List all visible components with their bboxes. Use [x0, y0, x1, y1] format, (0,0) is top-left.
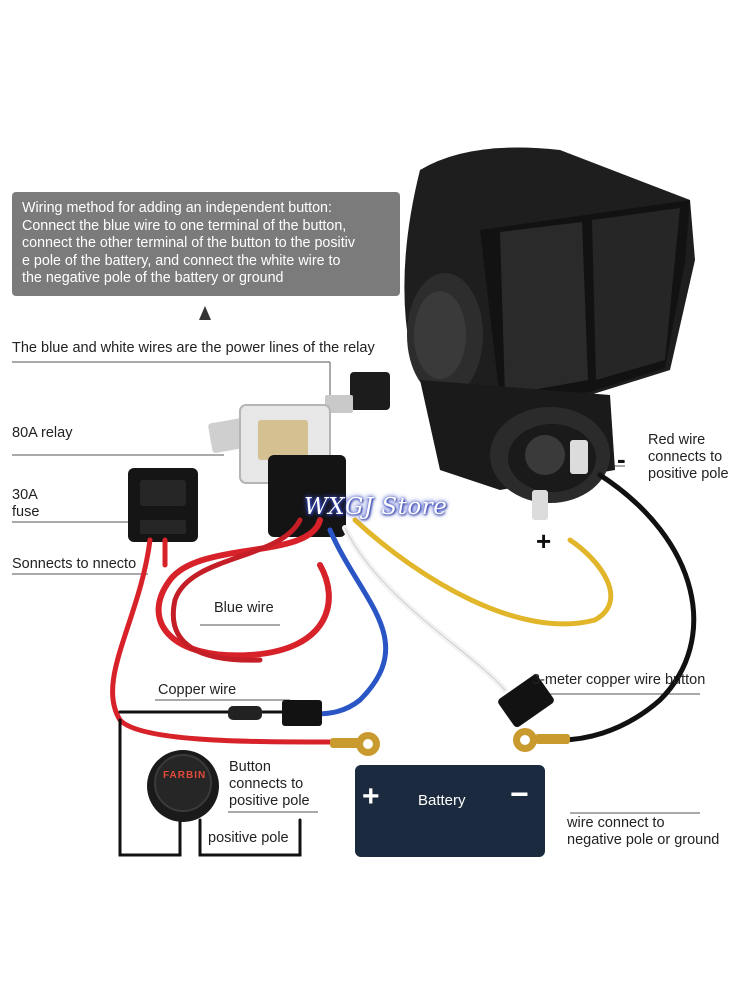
label-copper-wire: Copper wire — [158, 682, 237, 698]
label-connects: Sonnects to nnecto — [12, 556, 137, 572]
yellow-wire — [352, 517, 614, 627]
label-copper-button: 3-meter copper wire button — [532, 672, 706, 688]
label-fuse-line: fuse — [12, 504, 40, 520]
copper-wire-button-loop — [118, 718, 182, 857]
label-ground-line: wire connect to — [567, 815, 665, 831]
instruction-callout: Wiring method for adding an independent … — [12, 192, 400, 296]
white-wire — [342, 525, 508, 693]
battery-label: Battery — [418, 792, 466, 809]
label-button-line: positive pole — [229, 793, 310, 809]
wires — [110, 472, 697, 857]
label-red-wire-line: positive pole — [648, 466, 729, 482]
callout-pointer-icon — [199, 306, 211, 320]
label-ground: wire connect to negative pole or ground — [567, 815, 719, 849]
label-red-wire: Red wire connects to positive pole — [648, 432, 729, 483]
callout-line: e pole of the battery, and connect the w… — [22, 252, 341, 269]
red-wire-coil-2 — [170, 517, 303, 663]
relay-icon — [208, 404, 346, 537]
label-fuse-line: 30A — [12, 487, 38, 503]
label-red-wire-line: Red wire — [648, 432, 706, 448]
fuse-holder-icon — [128, 468, 198, 542]
label-ground-line: negative pole or ground — [567, 832, 720, 848]
label-relay: 80A relay — [12, 425, 73, 441]
button-connector-icon — [498, 674, 554, 728]
button-brand: FARBIN — [163, 770, 207, 781]
push-button-icon — [147, 750, 219, 822]
inline-connector-icon — [282, 700, 322, 726]
black-wire — [557, 472, 697, 743]
label-red-wire-line: connects to — [648, 449, 723, 465]
label-blue-wire: Blue wire — [214, 600, 274, 616]
callout-line: the negative pole of the battery or grou… — [22, 270, 284, 286]
horn-icon — [325, 147, 695, 520]
callout-line: Wiring method for adding an independent … — [22, 200, 332, 216]
callout-line: connect the other terminal of the button… — [22, 235, 356, 251]
label-positive-pole: positive pole — [208, 830, 289, 846]
button-lead — [198, 818, 302, 857]
white-wire-outline — [344, 527, 506, 691]
label-button: Button connects to positive pole — [229, 759, 310, 810]
horn-minus-sign: - — [617, 444, 626, 474]
battery-icon — [355, 765, 545, 857]
battery-minus-sign: − — [510, 776, 529, 812]
label-button-line: connects to — [229, 776, 304, 792]
leader-lines — [12, 361, 700, 814]
label-power-lines: The blue and white wires are the power l… — [12, 340, 375, 356]
store-watermark: WXGJ Store — [304, 494, 448, 520]
blue-wire — [312, 527, 389, 717]
label-fuse: 30A fuse — [12, 487, 39, 521]
label-button-line: Button — [229, 759, 271, 775]
crimp-connector-icon — [228, 706, 262, 720]
horn-plus-sign: + — [536, 526, 552, 556]
battery-plus-sign: + — [362, 780, 380, 813]
callout-line: Connect the blue wire to one terminal of… — [22, 217, 347, 234]
